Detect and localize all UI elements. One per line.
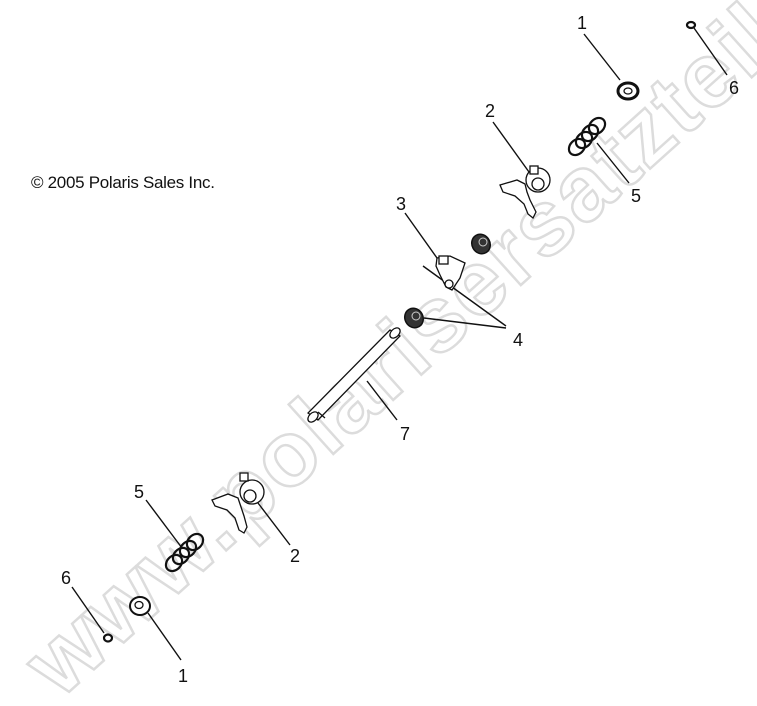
shift-shaft-icon [306, 327, 402, 423]
callout-2-bottom: 2 [290, 546, 301, 566]
spring-icon [567, 116, 607, 157]
shift-fork-icon [499, 165, 551, 220]
callout-3: 3 [396, 194, 407, 214]
callout-1-top: 1 [577, 13, 588, 33]
callout-2-top: 2 [485, 101, 496, 121]
leader-lines [71, 27, 728, 661]
callout-5-top: 5 [631, 186, 642, 206]
shift-fork-icon [211, 472, 265, 534]
callout-4: 4 [513, 330, 524, 350]
callout-6-top: 6 [729, 78, 740, 98]
roller-icon [470, 233, 492, 255]
spring-icon [164, 532, 205, 573]
callout-5-bottom: 5 [134, 482, 145, 502]
washer-icon [616, 81, 640, 101]
roller-icon [403, 307, 425, 329]
callout-1-bottom: 1 [178, 666, 189, 686]
small-fork-icon [435, 255, 466, 291]
callout-6-bottom: 6 [61, 568, 72, 588]
e-clip-icon [685, 20, 697, 30]
e-clip-icon [102, 633, 114, 643]
copyright-notice: © 2005 Polaris Sales Inc. [31, 173, 215, 192]
callout-7: 7 [400, 424, 411, 444]
washer-icon [129, 596, 151, 616]
